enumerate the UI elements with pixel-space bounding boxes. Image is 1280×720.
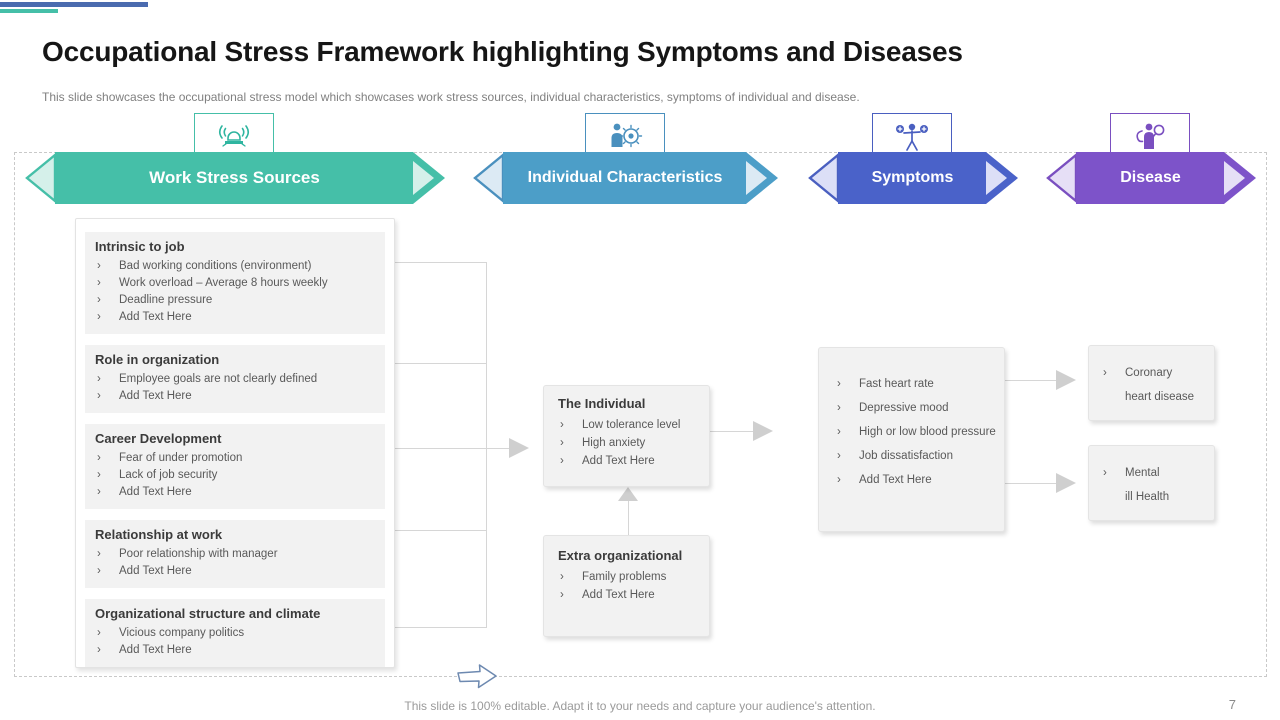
banner-label: Individual Characteristics bbox=[527, 169, 723, 186]
disease-text: Coronary bbox=[1101, 361, 1208, 385]
banner-work-stress-sources[interactable]: Work Stress Sources bbox=[22, 152, 447, 204]
box-title: Extra organizational bbox=[558, 548, 683, 563]
coronary-heart-disease-box[interactable]: Coronary heart disease bbox=[1088, 345, 1215, 421]
page-title: Occupational Stress Framework highlighti… bbox=[42, 36, 963, 67]
list-item: Family problems bbox=[558, 568, 701, 586]
list-item: Add Text Here bbox=[95, 642, 375, 659]
symptoms-list-box[interactable]: Fast heart rate Depressive mood High or … bbox=[818, 347, 1005, 532]
list-item: Fast heart rate bbox=[835, 372, 998, 396]
list-item: Bad working conditions (environment) bbox=[95, 258, 375, 275]
arrowhead-right-icon bbox=[509, 438, 529, 458]
arrowhead-right-icon bbox=[1056, 473, 1076, 493]
stress-sources-panel: Intrinsic to job Bad working conditions … bbox=[75, 218, 395, 668]
section-title: Relationship at work bbox=[95, 527, 223, 542]
connector-line bbox=[395, 262, 486, 263]
section-title: Organizational structure and climate bbox=[95, 606, 321, 621]
banner-symptoms[interactable]: Symptoms bbox=[805, 152, 1020, 204]
box-title: The Individual bbox=[558, 396, 646, 411]
connector-line bbox=[710, 431, 754, 432]
list-item: Low tolerance level bbox=[558, 416, 701, 434]
list-item: Depressive mood bbox=[835, 396, 998, 420]
list-item: Add Text Here bbox=[95, 484, 375, 501]
banner-label: Disease bbox=[1120, 169, 1181, 186]
disease-text: Mental bbox=[1101, 461, 1208, 485]
page-number: 7 bbox=[1228, 697, 1236, 712]
connector-line bbox=[1005, 380, 1057, 381]
banner-label: Symptoms bbox=[871, 169, 954, 186]
list-item: High anxiety bbox=[558, 434, 701, 452]
banner-label: Work Stress Sources bbox=[149, 168, 320, 187]
connector-line bbox=[628, 500, 629, 536]
person-symptoms-icon bbox=[892, 119, 932, 158]
section-title: Intrinsic to job bbox=[95, 239, 185, 254]
list-item: Deadline pressure bbox=[95, 292, 375, 309]
connector-line bbox=[395, 448, 486, 449]
arrowhead-right-icon bbox=[753, 421, 773, 441]
section-organizational-structure[interactable]: Organizational structure and climate Vic… bbox=[85, 599, 385, 667]
list-item: Add Text Here bbox=[835, 468, 998, 492]
section-career-development[interactable]: Career Development Fear of under promoti… bbox=[85, 424, 385, 509]
list-item: Add Text Here bbox=[95, 309, 375, 326]
the-individual-box[interactable]: The Individual Low tolerance level High … bbox=[543, 385, 710, 487]
list-item: Add Text Here bbox=[95, 388, 375, 405]
arrowhead-up-icon bbox=[618, 487, 638, 501]
person-gear-icon bbox=[605, 119, 645, 158]
section-relationship-at-work[interactable]: Relationship at work Poor relationship w… bbox=[85, 520, 385, 588]
list-item: Vicious company politics bbox=[95, 625, 375, 642]
siren-icon bbox=[214, 119, 254, 158]
footer-note: This slide is 100% editable. Adapt it to… bbox=[404, 699, 876, 713]
list-item: Lack of job security bbox=[95, 467, 375, 484]
person-diagnosis-icon bbox=[1130, 119, 1170, 158]
list-item: High or low blood pressure bbox=[835, 420, 998, 444]
connector-line bbox=[395, 627, 486, 628]
disease-text: ill Health bbox=[1125, 491, 1170, 503]
connector-line bbox=[486, 448, 510, 449]
banner-disease[interactable]: Disease bbox=[1043, 152, 1258, 204]
banner-individual-characteristics[interactable]: Individual Characteristics bbox=[470, 152, 780, 204]
connector-line bbox=[486, 262, 487, 628]
mental-ill-health-box[interactable]: Mental ill Health bbox=[1088, 445, 1215, 521]
section-intrinsic-to-job[interactable]: Intrinsic to job Bad working conditions … bbox=[85, 232, 385, 334]
section-title: Role in organization bbox=[95, 352, 220, 367]
list-item: Add Text Here bbox=[558, 586, 701, 604]
list-item: Employee goals are not clearly defined bbox=[95, 371, 375, 388]
list-item: Work overload – Average 8 hours weekly bbox=[95, 275, 375, 292]
accent-bar-blue bbox=[0, 2, 148, 7]
list-item: Add Text Here bbox=[95, 563, 375, 580]
connector-line bbox=[395, 530, 486, 531]
extra-organizational-box[interactable]: Extra organizational Family problems Add… bbox=[543, 535, 710, 637]
arrowhead-right-icon bbox=[1056, 370, 1076, 390]
list-item: Poor relationship with manager bbox=[95, 546, 375, 563]
section-role-in-organization[interactable]: Role in organization Employee goals are … bbox=[85, 345, 385, 413]
slide-subtitle: This slide showcases the occupational st… bbox=[42, 90, 860, 104]
connector-line bbox=[1005, 483, 1057, 484]
list-item: Fear of under promotion bbox=[95, 450, 375, 467]
connector-line bbox=[395, 363, 486, 364]
accent-bar-teal bbox=[0, 9, 58, 13]
list-item: Job dissatisfaction bbox=[835, 444, 998, 468]
doodle-arrow-icon bbox=[455, 661, 501, 696]
section-title: Career Development bbox=[95, 431, 222, 446]
list-item: Add Text Here bbox=[558, 452, 701, 470]
disease-text: heart disease bbox=[1125, 391, 1195, 403]
